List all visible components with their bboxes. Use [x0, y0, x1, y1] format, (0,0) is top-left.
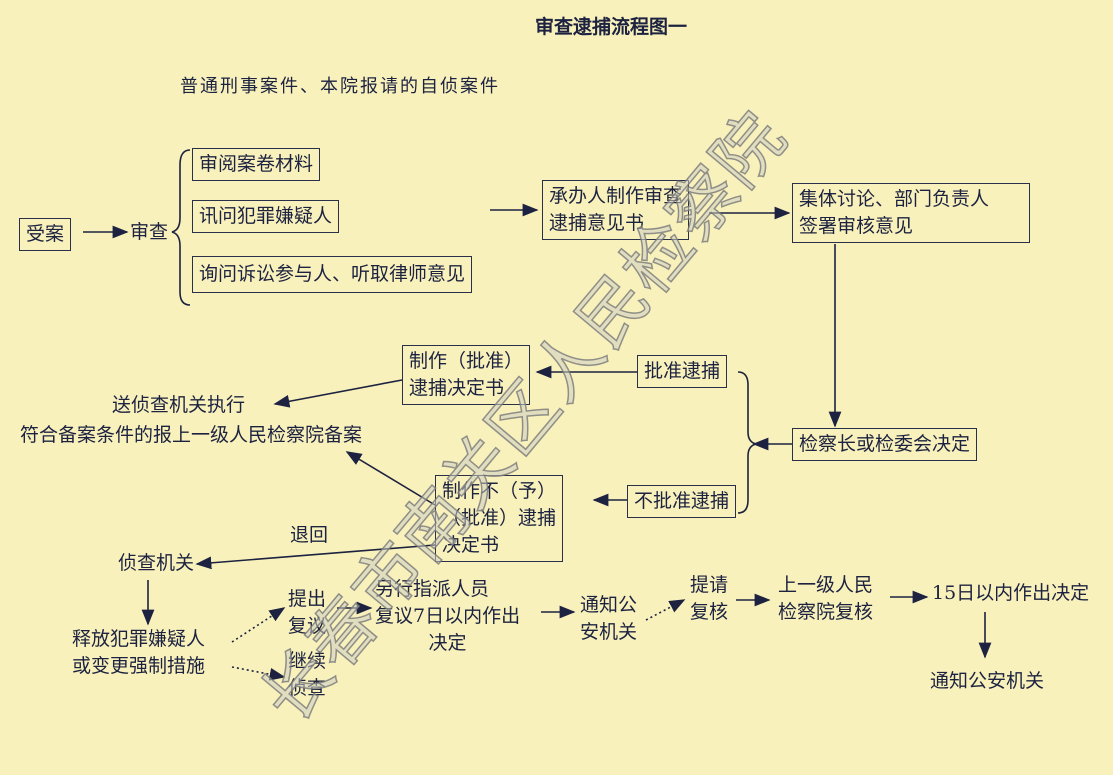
- node-reassign: 另行指派人员 复议7日以内作出 决定: [375, 576, 520, 657]
- line: 侦查: [288, 677, 327, 699]
- node-notify-police-final: 通知公安机关: [930, 670, 1045, 692]
- node-disapprove-doc: 制作不（予） （批准）逮捕 决定书: [435, 475, 564, 562]
- arrow-release-reconsider: [231, 607, 286, 643]
- line: 承办人制作审查: [549, 185, 683, 207]
- line: 复议: [288, 615, 327, 637]
- node-send-execute: 送侦查机关执行: [112, 394, 246, 416]
- node-file-record: 符合备案条件的报上一级人民检察院备案: [20, 424, 363, 446]
- line: 通知公: [580, 594, 638, 616]
- line: （批准）逮捕: [442, 507, 557, 529]
- line: 集体讨论、部门负责人: [799, 188, 990, 210]
- line: 检察院复核: [778, 601, 874, 623]
- node-handler-opinion: 承办人制作审查 逮捕意见书: [542, 180, 690, 240]
- node-review-item: 讯问犯罪嫌疑人: [192, 200, 340, 233]
- node-request-review: 提请 复核: [690, 572, 728, 626]
- node-release: 释放犯罪嫌疑人 或变更强制措施: [72, 626, 205, 680]
- node-review-item: 审阅案卷材料: [192, 148, 321, 181]
- line: 签署审核意见: [799, 215, 914, 237]
- node-review-item: 询问诉讼参与人、听取律师意见: [192, 256, 473, 293]
- node-disapprove: 不批准逮捕: [627, 485, 737, 518]
- line: 决定书: [442, 534, 500, 556]
- line: 安机关: [580, 621, 638, 643]
- node-chief-decision: 检察长或检委会决定: [792, 428, 978, 461]
- node-accept: 受案: [19, 218, 72, 251]
- line: 释放犯罪嫌疑人: [72, 628, 206, 650]
- node-investigation-org: 侦查机关: [118, 552, 195, 574]
- line: 提请: [690, 574, 729, 596]
- node-reconsider: 提出 复议: [288, 586, 326, 640]
- decision-brace: [737, 371, 757, 514]
- arrow-doc-file: [345, 451, 436, 506]
- arrow-doc-execute: [273, 379, 403, 408]
- arrow-release-continue: [231, 666, 286, 681]
- node-review: 审查: [130, 221, 169, 243]
- line: 决定: [428, 632, 467, 654]
- line: 制作不（予）: [442, 480, 557, 502]
- node-notify-police: 通知公 安机关: [580, 592, 637, 646]
- review-brace: [171, 149, 191, 306]
- arrow-return: [195, 544, 436, 570]
- line: 提出: [288, 588, 327, 610]
- node-collective: 集体讨论、部门负责人 签署审核意见: [792, 183, 1030, 243]
- line: 上一级人民: [778, 574, 874, 596]
- line: 逮捕意见书: [549, 212, 645, 234]
- line: 复议7日以内作出: [375, 605, 521, 627]
- node-upper-review: 上一级人民 检察院复核: [778, 572, 873, 626]
- line: 继续: [288, 650, 327, 672]
- line: 另行指派人员: [375, 578, 490, 600]
- label-return: 退回: [290, 524, 329, 546]
- node-approve-doc: 制作（批准） 逮捕决定书: [402, 345, 531, 405]
- line: 或变更强制措施: [72, 655, 206, 677]
- line: 制作（批准）: [409, 350, 524, 372]
- node-continue: 继续 侦查: [288, 648, 326, 702]
- subtitle: 普通刑事案件、本院报请的自侦案件: [180, 76, 500, 97]
- line: 复核: [690, 601, 729, 623]
- node-decide-15-days: 15日以内作出决定: [932, 582, 1090, 604]
- page-title: 审查逮捕流程图一: [535, 16, 688, 38]
- node-approve: 批准逮捕: [637, 355, 728, 388]
- line: 逮捕决定书: [409, 377, 505, 399]
- arrow-notify-request: [645, 599, 686, 621]
